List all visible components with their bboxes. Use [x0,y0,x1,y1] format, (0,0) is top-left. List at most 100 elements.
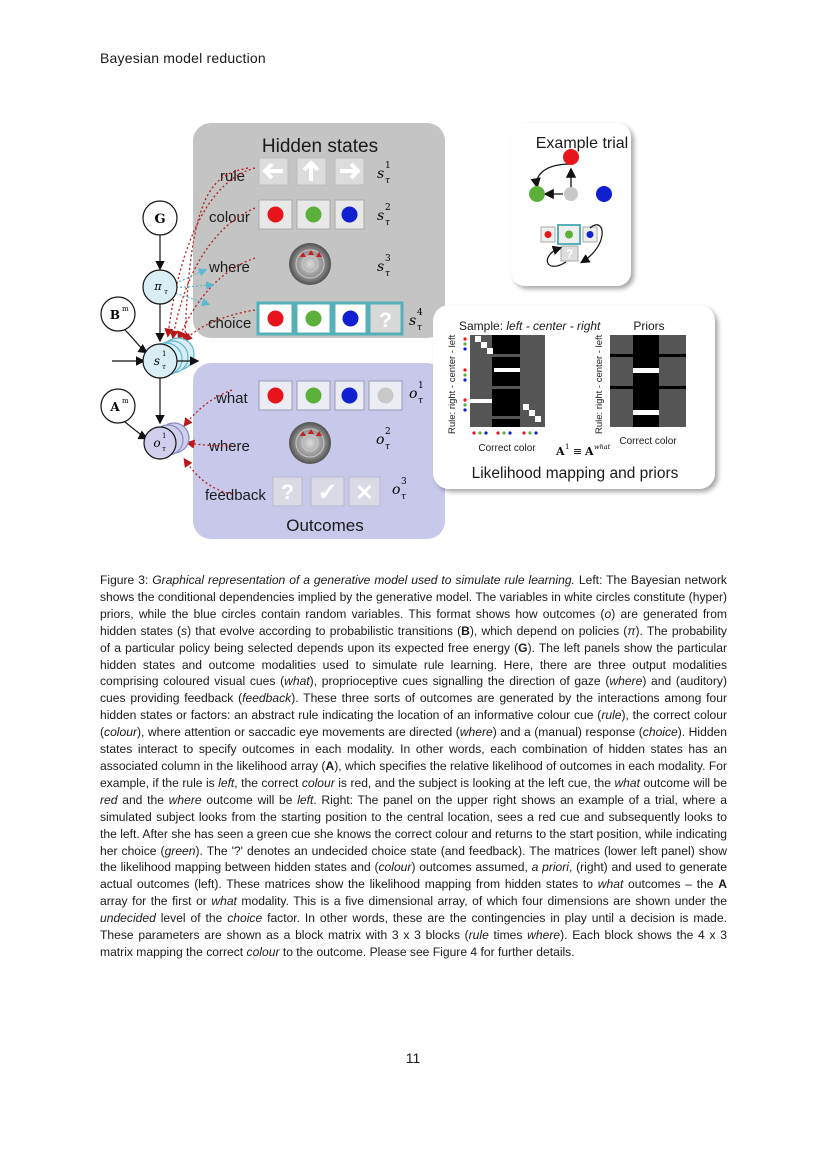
blue-dot-icon [341,206,358,223]
question-mark-icon: ? [379,309,392,332]
var-o1: o 1 τ [409,381,424,406]
likelihood-panel: Sample: left - center - right Priors Rul… [433,305,715,489]
example-trial-panel: Example trial ? [511,123,631,286]
policy-arrows [171,268,215,307]
colour-swatches [258,199,365,230]
figure-title: Graphical representation of a generative… [152,573,575,587]
node-o-label: o [153,436,160,450]
svg-text:≡: ≡ [573,445,582,458]
feedback-icons: ? ✓ ✕ [272,476,381,507]
trial-green-cue [529,186,545,202]
priors-title: Priors [633,319,664,333]
svg-text:2: 2 [385,203,391,213]
svg-text:s: s [377,208,384,224]
arrow-left-glyph [262,162,283,180]
figure-caption: Figure 3: Graphical representation of a … [100,573,728,959]
var-s2: s 2 τ [377,203,391,228]
row-label-where: where [208,259,250,276]
node-pi-label: π [153,280,162,293]
svg-text:1: 1 [162,350,166,358]
hidden-states-title: Hidden states [262,136,378,157]
question-mark-feedback-icon: ? [281,481,294,504]
svg-text:o: o [392,482,400,498]
row-label-colour: colour [209,209,250,226]
page-number: 11 [405,1050,421,1066]
svg-text:o: o [376,432,384,448]
green-dot-icon [305,206,322,223]
eye-position-icon [289,243,331,285]
svg-text:A: A [584,445,594,458]
svg-text:s: s [409,313,416,329]
node-A [100,388,136,424]
arrow-up-glyph [302,160,320,181]
sample-xaxis-label: Correct color [478,443,536,454]
svg-text:3: 3 [401,477,407,487]
svg-text:s: s [377,166,384,182]
node-s-stack: s 1 τ [142,337,195,379]
node-B [100,296,136,332]
trial-question-mark-icon: ? [566,247,573,261]
node-s-label: s [154,354,160,368]
node-G-label: G [154,212,165,227]
rule-arrow-icons [258,157,365,186]
arrow-right-glyph [340,162,361,180]
svg-text:1: 1 [565,443,569,451]
choice-swatches: ? [256,301,404,336]
trial-start-position [564,187,578,201]
sample-row-colour-ticks [463,337,467,412]
var-o3: o 3 τ [392,477,407,502]
running-header: Bayesian model reduction [100,50,266,66]
svg-text:m: m [122,305,129,313]
sample-title: Sample: left - center - right [459,319,601,333]
var-s4: s 4 τ [409,308,423,333]
svg-text:τ: τ [385,269,391,279]
svg-text:what: what [594,443,611,451]
row-label-choice: choice [208,315,251,332]
likelihood-equation: A 1 ≡ A what [555,443,611,458]
priors-matrix [610,335,686,427]
node-B-label: B [110,308,120,322]
node-A-label: A [109,400,120,414]
row-label-where-outcome: where [208,438,250,455]
node-o-stack: o 1 τ [143,422,190,460]
svg-text:τ: τ [401,492,407,502]
bayesian-network: G π τ B m s 1 τ A m [100,167,256,495]
svg-text:m: m [122,397,129,405]
svg-text:τ: τ [385,218,391,228]
svg-text:s: s [377,259,384,275]
trial-red-cue [563,149,579,165]
svg-text:A: A [555,445,565,458]
svg-text:3: 3 [385,254,391,264]
svg-text:2: 2 [385,427,391,437]
svg-text:1: 1 [418,381,424,391]
var-s1: s 1 τ [377,161,391,186]
sample-matrix [463,335,545,435]
figure-3: Hidden states rule s 1 τ colour s 2 [100,123,715,539]
row-label-rule: rule [220,168,245,185]
outcomes-panel: what o 1 τ where o 2 τ feedbac [193,363,445,539]
svg-text:τ: τ [385,442,391,452]
svg-text:τ: τ [162,445,166,453]
grey-dot-icon [377,387,394,404]
sample-column-colour-ticks [472,431,538,435]
row-label-feedback: feedback [205,487,266,504]
svg-text:4: 4 [417,308,423,318]
svg-text:τ: τ [417,323,423,333]
svg-text:τ: τ [385,176,391,186]
hidden-states-panel: Hidden states rule s 1 τ colour s 2 [193,123,445,338]
outcomes-title: Outcomes [286,516,363,535]
trial-blue-cue [596,186,612,202]
red-dot-icon [267,206,284,223]
svg-text:1: 1 [162,432,166,440]
svg-text:τ: τ [162,363,166,371]
var-s3: s 3 τ [377,254,391,279]
cross-icon: ✕ [355,480,373,505]
example-trial-title: Example trial [536,135,628,152]
eye-position-outcome-icon [289,422,331,464]
svg-text:1: 1 [385,161,391,171]
likelihood-panel-caption: Likelihood mapping and priors [472,465,679,482]
checkmark-icon: ✓ [317,479,337,506]
row-label-what: what [215,390,249,407]
sample-yaxis-label: Rule: right - center - left [447,334,458,434]
figure-label: Figure 3: [100,573,149,587]
